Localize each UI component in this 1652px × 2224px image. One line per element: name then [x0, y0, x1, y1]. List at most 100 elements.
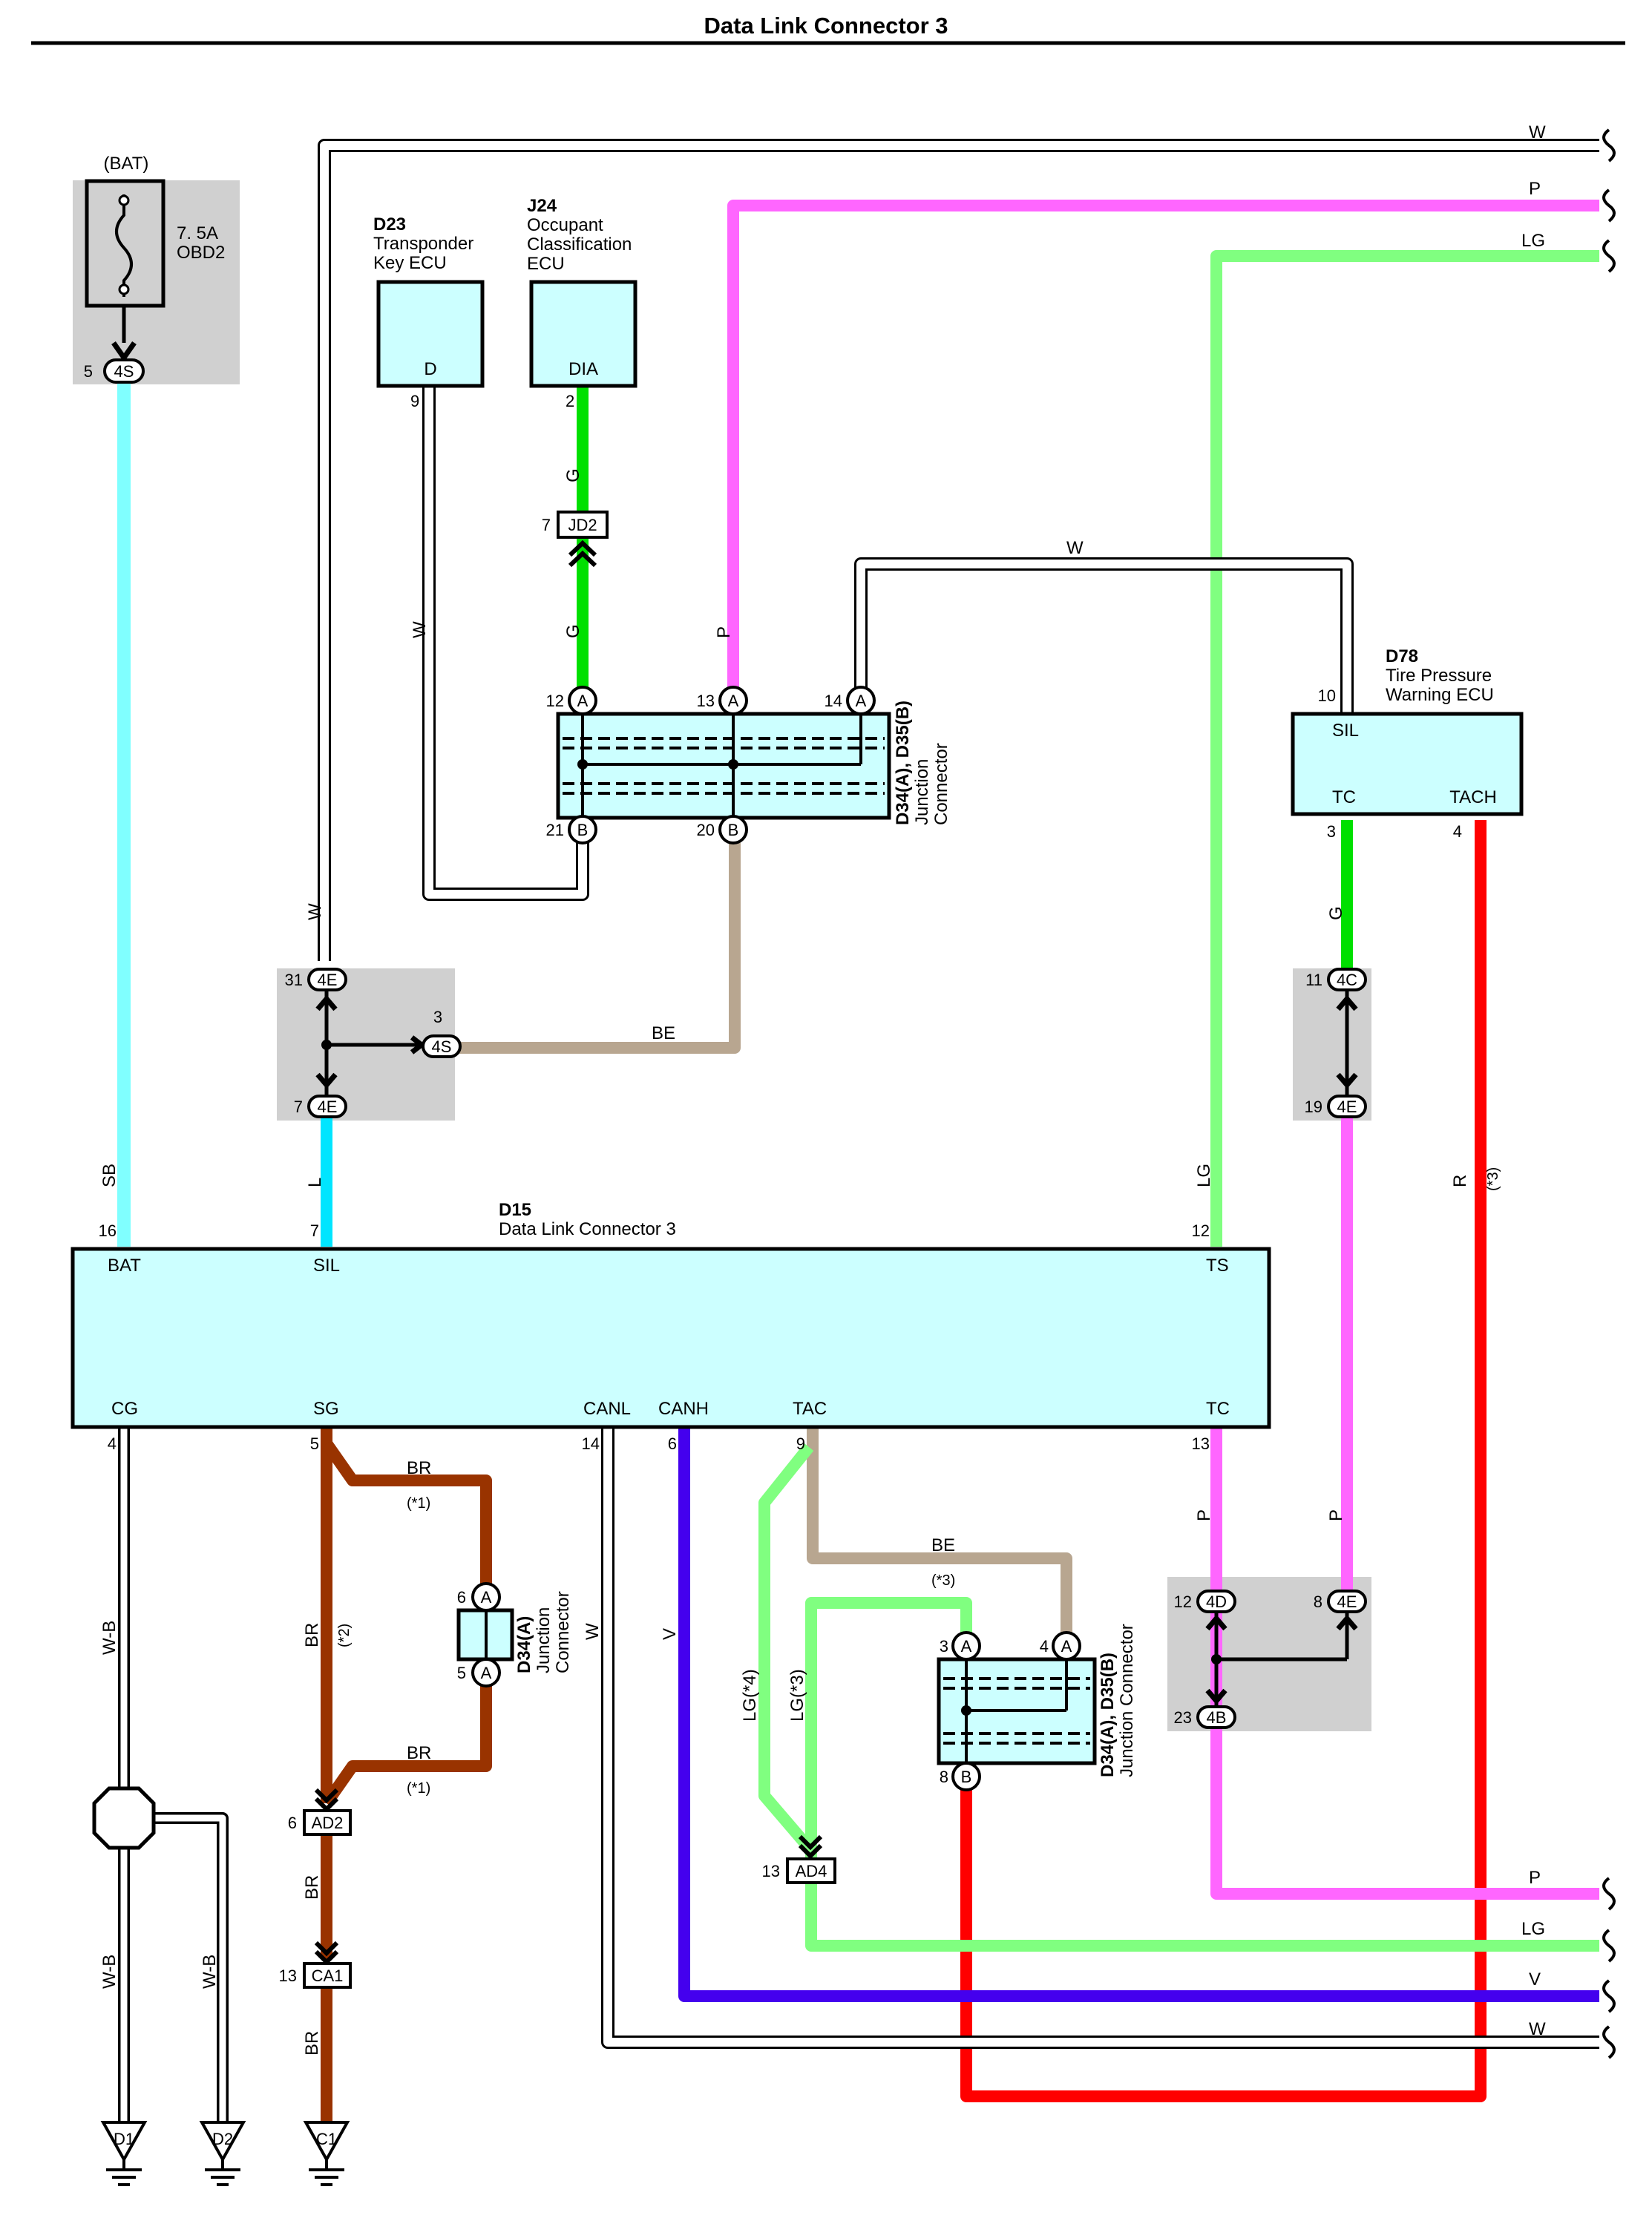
- connector-4e-19: [1327, 1095, 1367, 1118]
- svg-text:12: 12: [1174, 1592, 1192, 1611]
- svg-text:5: 5: [457, 1664, 466, 1682]
- svg-text:6: 6: [457, 1588, 466, 1607]
- svg-text:V: V: [660, 1628, 680, 1640]
- wire-be-mid: [445, 831, 741, 1054]
- svg-text:4C: 4C: [1337, 971, 1357, 989]
- svg-text:P: P: [1194, 1509, 1214, 1521]
- svg-text:G: G: [563, 468, 583, 482]
- svg-text:7: 7: [294, 1098, 303, 1116]
- ground-c1: C1: [304, 2121, 349, 2186]
- connector-4e-31: [307, 968, 347, 991]
- connector-ca1: CA1 13: [279, 1941, 352, 1989]
- svg-text:B: B: [961, 1768, 972, 1786]
- svg-text:BAT: BAT: [108, 1256, 141, 1276]
- svg-text:4D: 4D: [1206, 1592, 1227, 1611]
- svg-text:5: 5: [84, 362, 93, 381]
- wire-v: [678, 1428, 1599, 2002]
- svg-text:4: 4: [108, 1434, 117, 1453]
- j24-box: [529, 280, 637, 388]
- wire-lg-top: [1210, 250, 1599, 1247]
- svg-text:BR: BR: [407, 1743, 431, 1763]
- svg-text:4S: 4S: [114, 362, 134, 381]
- svg-text:P: P: [1529, 179, 1541, 199]
- svg-text:20: 20: [697, 821, 715, 839]
- svg-text:P: P: [1529, 1868, 1541, 1888]
- wire-w-canl: [601, 1428, 1599, 2049]
- svg-text:Connector: Connector: [553, 1591, 573, 1673]
- svg-text:TACH: TACH: [1449, 787, 1497, 807]
- jc-top-pin-13: A 13: [697, 686, 748, 715]
- junction-connector-top: A 12 A 13 A 14 B 21 B 20 D34(A), D35(B) …: [546, 686, 951, 844]
- svg-text:LG: LG: [1521, 1919, 1545, 1939]
- svg-text:14: 14: [825, 692, 842, 710]
- svg-text:Junction: Junction: [534, 1607, 554, 1673]
- wire-be-tac: [807, 1428, 1072, 1636]
- svg-text:7: 7: [542, 516, 551, 534]
- svg-text:7: 7: [310, 1221, 319, 1240]
- svg-text:19: 19: [1305, 1098, 1322, 1116]
- svg-text:D1: D1: [114, 2130, 134, 2148]
- svg-text:4: 4: [1040, 1637, 1049, 1656]
- svg-text:11: 11: [1305, 971, 1322, 989]
- connector-4b-23: [1196, 1705, 1236, 1729]
- svg-text:D: D: [424, 359, 436, 379]
- svg-text:Warning ECU: Warning ECU: [1386, 685, 1494, 705]
- svg-text:BR: BR: [407, 1458, 431, 1478]
- svg-text:LG(*4): LG(*4): [740, 1669, 760, 1722]
- svg-text:6: 6: [288, 1814, 297, 1832]
- svg-text:8: 8: [940, 1768, 948, 1786]
- chevron-up-icon: [1336, 994, 1358, 1011]
- svg-text:6: 6: [668, 1434, 677, 1453]
- svg-text:8: 8: [1314, 1592, 1322, 1611]
- svg-text:12: 12: [1192, 1221, 1210, 1240]
- svg-text:A: A: [481, 1588, 492, 1607]
- svg-text:Connector: Connector: [931, 743, 951, 825]
- svg-text:P: P: [714, 626, 734, 638]
- junction-left: 4E 31 4S 3 4E 7: [285, 968, 462, 1118]
- jc-top-label: D34(A), D35(B): [893, 701, 913, 825]
- jc-small-label: D34(A): [514, 1616, 534, 1673]
- svg-text:13: 13: [697, 692, 715, 710]
- svg-text:14: 14: [582, 1434, 600, 1453]
- j24-code: J24: [527, 196, 557, 216]
- svg-text:Key ECU: Key ECU: [373, 253, 447, 273]
- connector-4e-8: [1327, 1590, 1367, 1613]
- svg-text:A: A: [577, 692, 589, 710]
- wire-r: [960, 820, 1487, 2102]
- svg-text:Classification: Classification: [527, 234, 632, 255]
- ecu-d78: D78 Tire Pressure Warning ECU SIL 10 TC …: [1291, 646, 1524, 841]
- jc-top-pin-21: B 21: [546, 815, 597, 844]
- svg-text:SG: SG: [313, 1399, 339, 1419]
- svg-text:W: W: [1529, 122, 1546, 142]
- connector-4c-11: [1327, 968, 1367, 991]
- svg-text:A: A: [961, 1637, 972, 1656]
- splice-octagon-icon: [92, 1786, 156, 1850]
- svg-text:BR: BR: [302, 2031, 322, 2056]
- svg-text:BE: BE: [931, 1535, 955, 1555]
- svg-text:16: 16: [99, 1221, 117, 1240]
- svg-text:(*3): (*3): [931, 1572, 955, 1589]
- svg-text:G: G: [563, 624, 583, 638]
- chevron-down-icon: [111, 341, 137, 363]
- svg-text:21: 21: [546, 821, 564, 839]
- jc-top-pin-20: B 20: [697, 815, 748, 844]
- d23-code: D23: [373, 214, 406, 234]
- fuse-block: [73, 180, 240, 384]
- connector-4d-12: [1196, 1590, 1236, 1613]
- svg-text:13: 13: [1192, 1434, 1210, 1453]
- connector-4s-3: [422, 1034, 462, 1058]
- svg-text:4E: 4E: [318, 1098, 338, 1116]
- ground-d2: D2: [200, 2121, 245, 2186]
- fuse-rating: 7. 5A: [177, 223, 218, 243]
- wire-br: [321, 1428, 492, 2122]
- chevron-down-icon: [1336, 1072, 1358, 1089]
- svg-text:(*1): (*1): [407, 1495, 430, 1512]
- svg-text:12: 12: [546, 692, 564, 710]
- svg-text:BE: BE: [652, 1023, 675, 1043]
- svg-text:G: G: [1326, 906, 1346, 920]
- fuse-obd2: (BAT) 7. 5A OBD2 4S 5: [84, 154, 225, 384]
- svg-text:CG: CG: [111, 1399, 138, 1419]
- dlc-d15: D15 Data Link Connector 3 BAT 16 SIL 7 T…: [71, 1200, 1271, 1453]
- svg-text:D2: D2: [212, 2130, 233, 2148]
